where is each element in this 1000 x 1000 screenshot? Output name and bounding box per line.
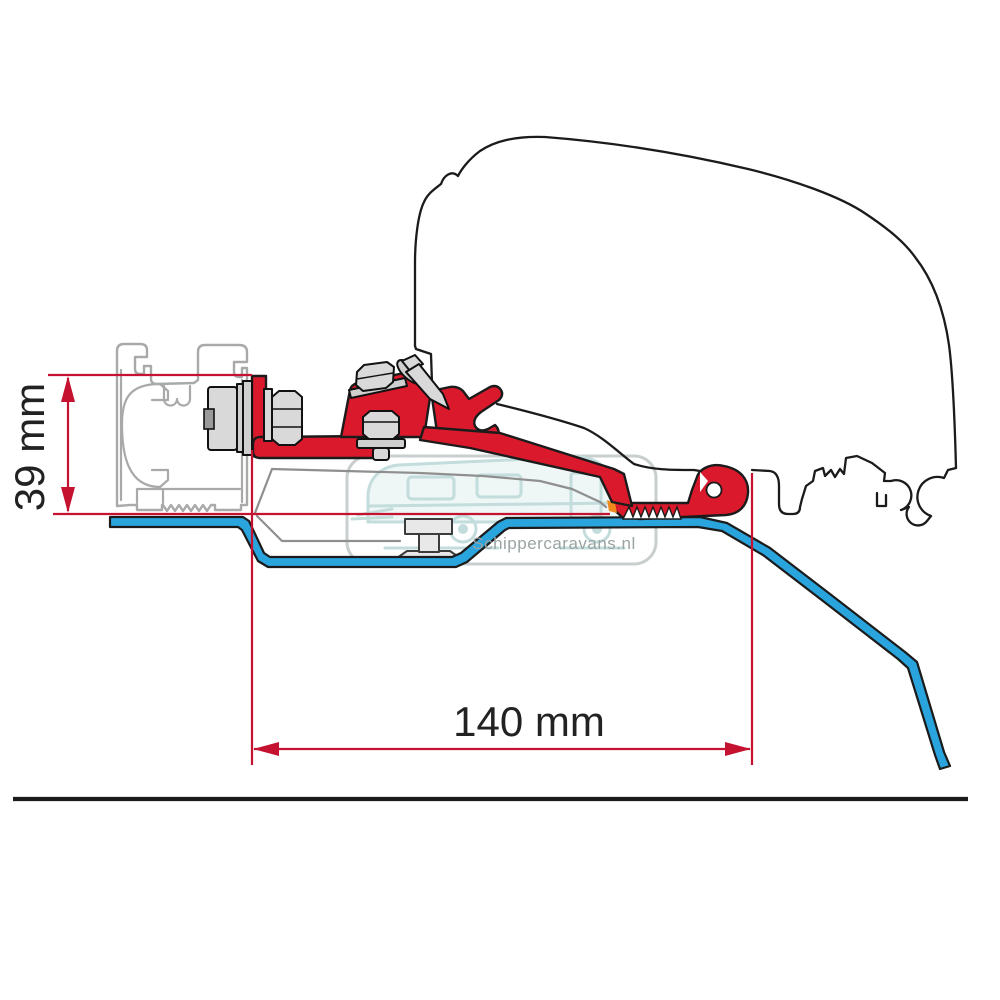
bolt-washer xyxy=(263,388,273,442)
width-dimension-label: 140 mm xyxy=(453,698,605,745)
hook-gap xyxy=(700,472,708,492)
serration-teeth xyxy=(621,504,682,520)
lower-bolt-stub xyxy=(372,447,390,461)
dimension-lines xyxy=(48,373,754,765)
van-body-outline xyxy=(413,135,958,527)
hook-notch xyxy=(705,481,723,499)
lower-bolt-washer xyxy=(356,438,406,449)
lower-hex-bolt xyxy=(362,410,400,441)
spacer-strip xyxy=(242,380,253,456)
screw-shaft xyxy=(405,363,450,410)
height-dimension-label: 39 mm xyxy=(6,382,53,512)
channel-nut xyxy=(203,408,215,430)
awning-rail-profile xyxy=(115,342,249,513)
roof-sheet xyxy=(108,515,952,771)
hex-bolt-head xyxy=(271,390,303,446)
roof-support-pedestal xyxy=(396,518,461,559)
screw-head xyxy=(401,354,424,372)
fasteners xyxy=(203,354,450,461)
bracket-diagonal-arm xyxy=(418,425,634,508)
watermark-text: Schippercaravans.nl xyxy=(472,534,636,553)
roof-inner-panel xyxy=(253,467,608,543)
